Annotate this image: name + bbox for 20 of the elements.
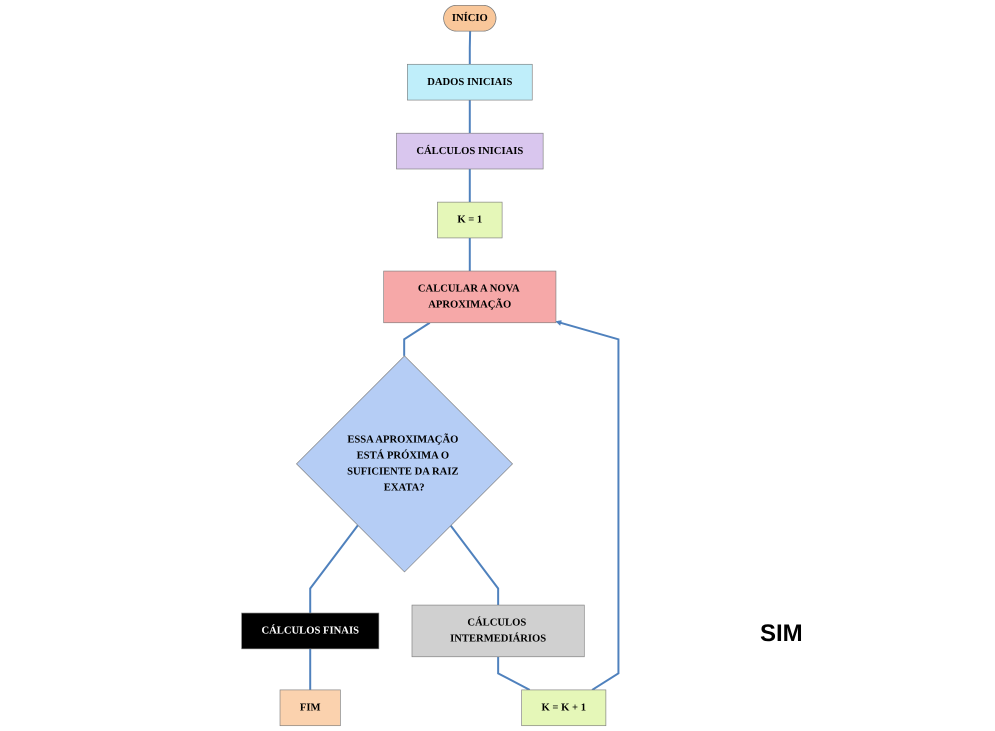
node-box: FIM (280, 690, 341, 726)
connector (468, 100, 471, 134)
connector (309, 524, 359, 614)
connector (497, 656, 530, 691)
node-box: CÁLCULOS INTERMEDIÁRIOS (412, 604, 585, 658)
node-diamond: ESSA APROXIMAÇÃO ESTÁ PRÓXIMA O SUFICIENTE DA RAIZ EXATA? (296, 355, 513, 572)
node-box: K = K + 1 (521, 690, 606, 726)
connector (450, 524, 500, 606)
answer-label: SIM (760, 620, 803, 648)
connector (468, 169, 471, 202)
node-box: CÁLCULOS INICIAIS (396, 132, 544, 170)
connector (309, 648, 312, 690)
connector (468, 238, 471, 272)
connector (403, 322, 430, 356)
arrow (556, 320, 620, 691)
node-box: DADOS INICIAIS (407, 64, 533, 100)
node-box: CALCULAR A NOVA APROXIMAÇÃO (383, 270, 556, 324)
node-box: K = 1 (437, 202, 502, 238)
connector (468, 31, 472, 64)
node-box: CÁLCULOS FINAIS (241, 612, 380, 650)
